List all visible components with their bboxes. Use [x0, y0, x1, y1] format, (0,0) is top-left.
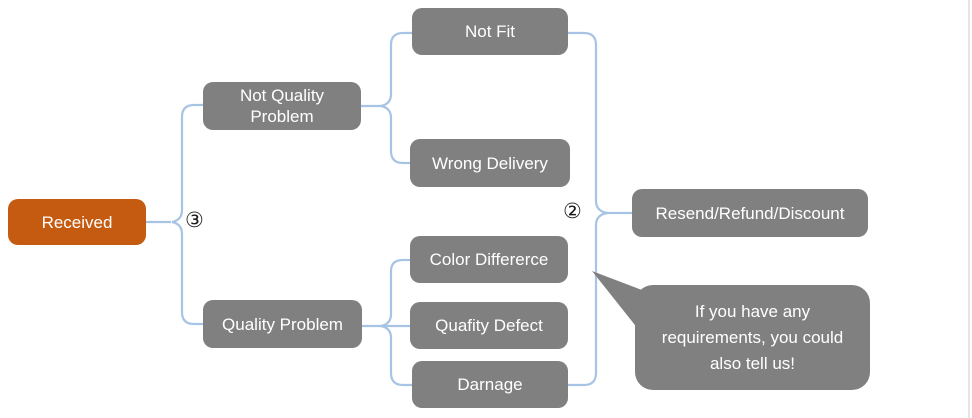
branch-marker-3: ③ — [185, 208, 204, 232]
node-not-quality-problem: Not Quality Problem — [203, 82, 361, 130]
node-color-differerce: Color Differerce — [410, 236, 568, 283]
node-quality-problem: Quality Problem — [203, 300, 362, 348]
brace-received-children — [171, 103, 203, 326]
branch-marker-2: ② — [563, 199, 582, 223]
window-edge-line — [968, 0, 970, 418]
node-darnage: Darnage — [412, 361, 568, 408]
node-wrong-delivery: Wrong Delivery — [410, 139, 570, 187]
node-received: Received — [8, 199, 146, 245]
callout-note: If you have any requirements, you could … — [635, 285, 870, 390]
node-outcome: Resend/Refund/Discount — [632, 189, 868, 237]
node-quafity-defect: Quafity Defect — [410, 302, 568, 349]
brace-notquality-children — [380, 31, 412, 165]
node-not-fit: Not Fit — [412, 8, 568, 55]
brace-quality-children — [380, 258, 412, 387]
